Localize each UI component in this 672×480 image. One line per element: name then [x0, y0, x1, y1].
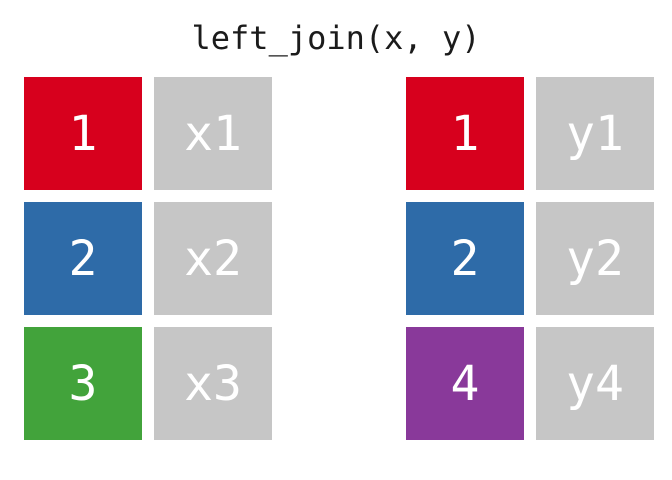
value-cell: y4 — [536, 327, 654, 440]
key-cell: 1 — [406, 77, 524, 190]
key-cell: 2 — [24, 202, 142, 315]
value-cell: x1 — [154, 77, 272, 190]
key-cell: 2 — [406, 202, 524, 315]
key-cell: 1 — [24, 77, 142, 190]
key-cell: 4 — [406, 327, 524, 440]
table-y: 1 y1 2 y2 4 y4 — [406, 77, 654, 440]
value-cell: x3 — [154, 327, 272, 440]
value-cell: y2 — [536, 202, 654, 315]
diagram-title: left_join(x, y) — [191, 19, 481, 57]
value-cell: y1 — [536, 77, 654, 190]
key-cell: 3 — [24, 327, 142, 440]
value-cell: x2 — [154, 202, 272, 315]
table-x: 1 x1 2 x2 3 x3 — [24, 77, 272, 440]
